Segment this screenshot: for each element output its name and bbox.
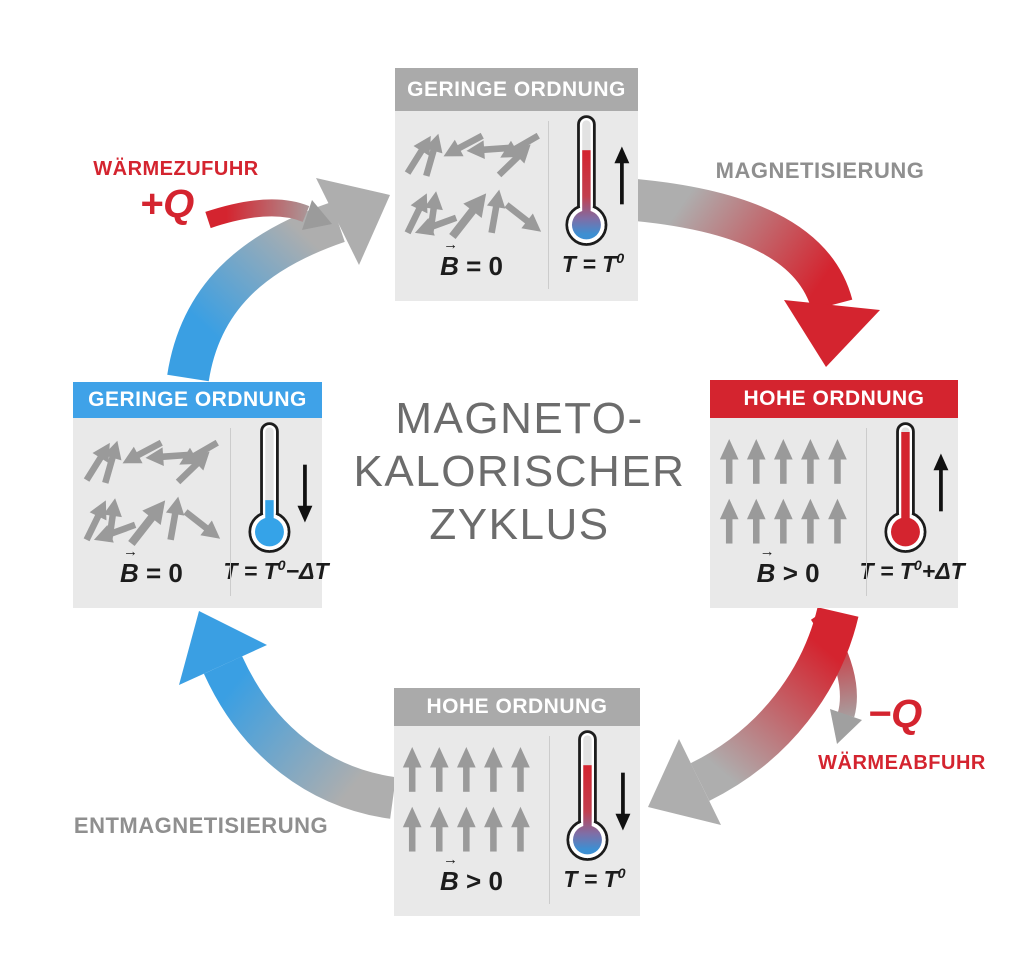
stage-right-high-order: HOHE ORDNUNG xyxy=(710,380,965,608)
stage-left-low-order: GERINGE ORDNUNG xyxy=(73,382,329,608)
heat-out-symbol: −Q xyxy=(867,692,923,736)
stage-right-header: HOHE ORDNUNG xyxy=(710,380,958,418)
random-spins-icon xyxy=(395,122,548,240)
stage-bottom-high-order: HOHE ORDNUNG xyxy=(394,688,640,916)
stage-left-header: GERINGE ORDNUNG xyxy=(73,382,322,418)
stage-top-header: GERINGE ORDNUNG xyxy=(395,68,638,111)
heat-out-label: WÄRMEABFUHR xyxy=(818,752,986,774)
random-spins-icon xyxy=(73,429,230,547)
stage-bottom-header: HOHE ORDNUNG xyxy=(394,688,640,726)
panel-divider xyxy=(229,428,231,596)
thermometer-hot-up xyxy=(866,418,958,558)
heat-in-arrow xyxy=(205,199,332,230)
panel-divider xyxy=(866,428,868,596)
panel-divider xyxy=(548,736,550,904)
temp-up-arrow-icon xyxy=(933,453,949,512)
field-label: →B = 0 xyxy=(440,236,503,281)
aligned-spins-icon xyxy=(394,737,549,855)
temp-down-arrow-icon xyxy=(615,772,631,831)
field-label: →B > 0 xyxy=(756,543,820,588)
heat-in-label: WÄRMEZUFUHR xyxy=(93,158,259,180)
demagnetization-arrow xyxy=(179,611,397,819)
thermometer-warming-up xyxy=(548,111,638,251)
cooling-arrow xyxy=(648,606,859,825)
field-label: →B > 0 xyxy=(440,851,503,896)
temp-down-arrow-icon xyxy=(297,464,313,523)
magnetization-label: MAGNETISIERUNG xyxy=(715,158,925,183)
demagnetization-label: ENTMAGNETISIERUNG xyxy=(73,813,329,838)
page-title: MAGNETO- KALORISCHER ZYKLUS xyxy=(353,394,686,549)
panel-divider xyxy=(548,121,550,289)
heating-arrow xyxy=(167,178,390,382)
thermometer-cooling-down xyxy=(549,726,640,866)
stage-top-low-order: GERINGE ORDNUNG xyxy=(395,68,638,301)
temp-up-arrow-icon xyxy=(614,146,630,205)
field-label: →B = 0 xyxy=(119,543,183,588)
thermometer-cold-down xyxy=(230,418,322,558)
heat-in-symbol: +Q xyxy=(139,182,195,226)
aligned-spins-icon xyxy=(710,429,866,547)
magnetization-arrow xyxy=(633,179,880,367)
